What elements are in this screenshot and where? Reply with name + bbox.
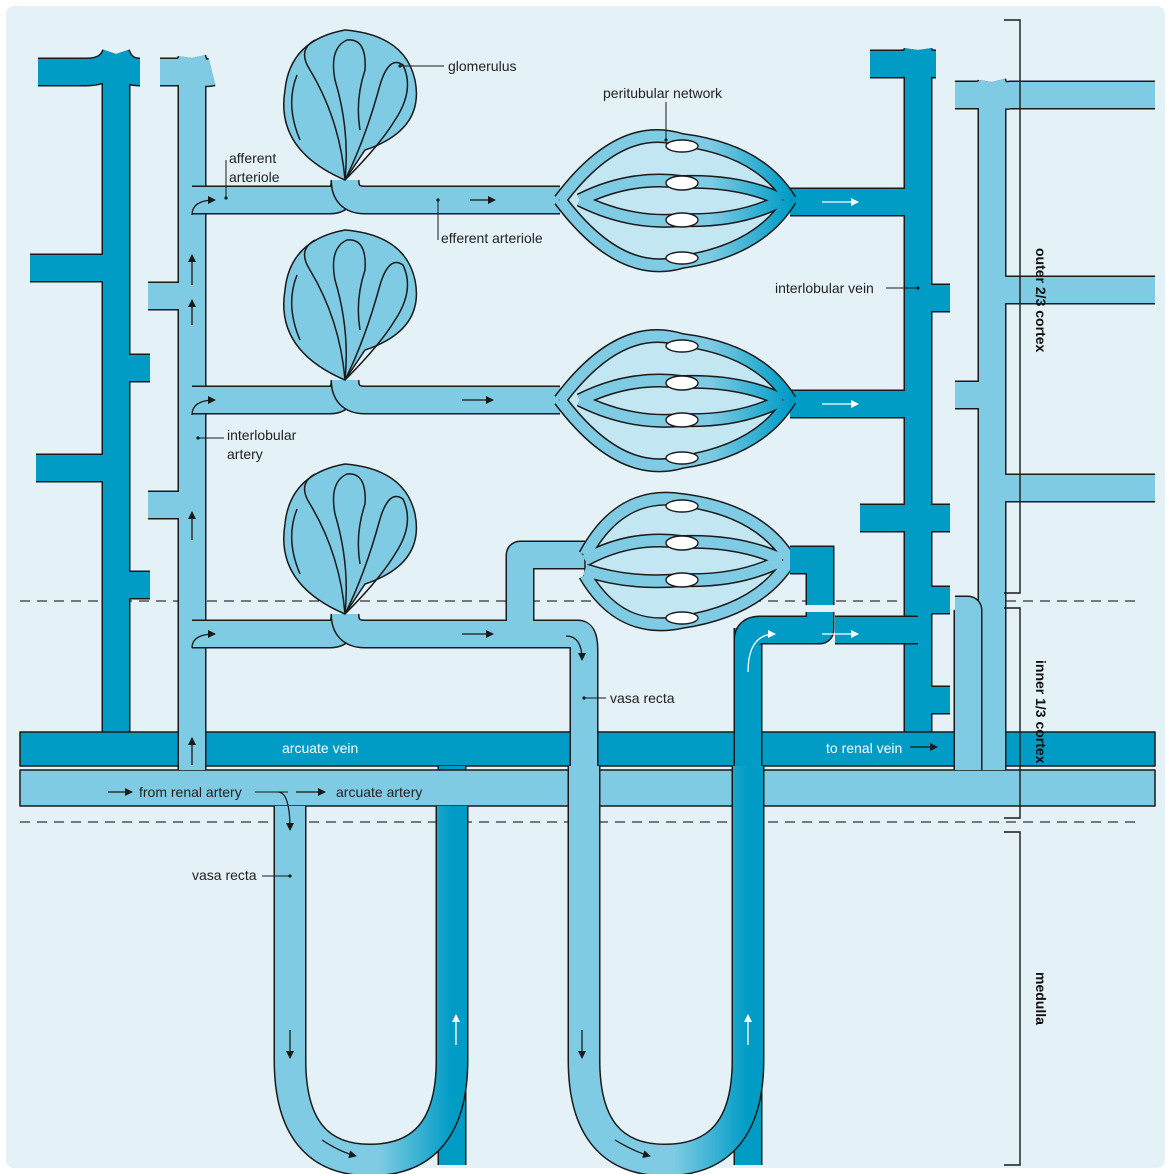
interlobular-artery-label-2: artery bbox=[227, 446, 263, 462]
to-renal-vein-label: to renal vein bbox=[826, 740, 902, 756]
glomerulus-label: glomerulus bbox=[448, 58, 516, 74]
afferent-arteriole-label-1: afferent bbox=[229, 150, 276, 166]
arcuate-artery-label: arcuate artery bbox=[336, 784, 422, 800]
vasa-recta-upper-label: vasa recta bbox=[610, 690, 675, 706]
afferent-arteriole-label-2: arteriole bbox=[229, 169, 280, 185]
arcuate-vein-label: arcuate vein bbox=[282, 740, 358, 756]
zone-inner-cortex-label: inner 1/3 cortex bbox=[1033, 660, 1049, 764]
vasa-recta-lower-label: vasa recta bbox=[192, 867, 257, 883]
zone-medulla-label: medulla bbox=[1033, 972, 1049, 1025]
peritubular-network-label: peritubular network bbox=[603, 85, 723, 101]
from-renal-artery-label: from renal artery bbox=[139, 784, 242, 800]
interlobular-artery-label-1: interlobular bbox=[227, 427, 297, 443]
efferent-arteriole-label: efferent arteriole bbox=[441, 230, 543, 246]
zone-outer-cortex-label: outer 2/3 cortex bbox=[1033, 248, 1049, 352]
interlobular-vein-label: interlobular vein bbox=[775, 280, 874, 296]
